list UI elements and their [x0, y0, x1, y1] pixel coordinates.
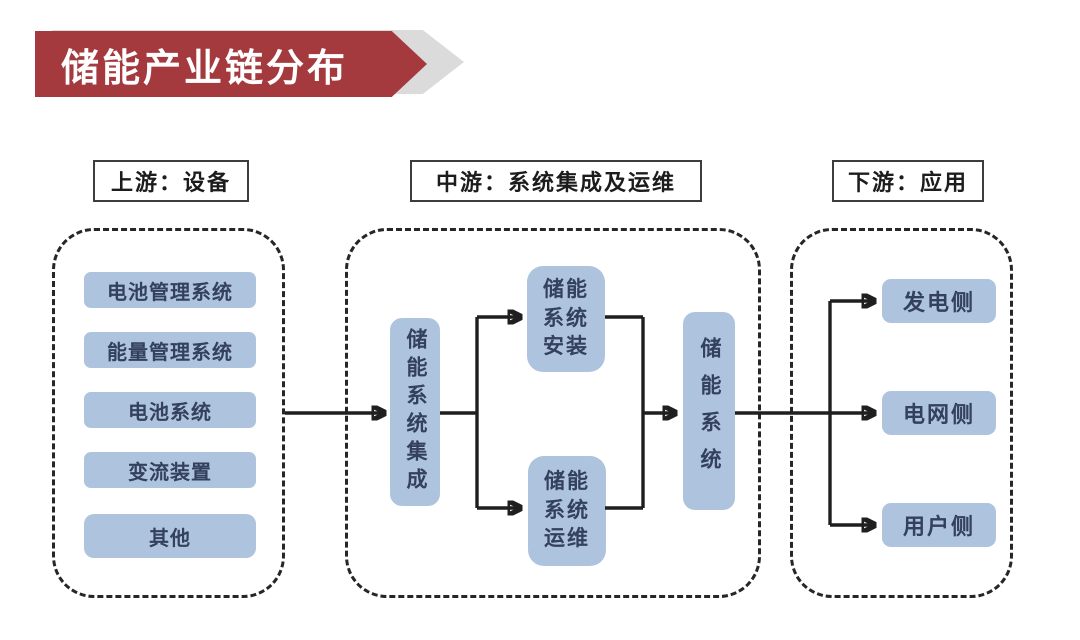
upstream-section: [52, 228, 285, 598]
node-storage-system: 储能系统: [683, 312, 735, 510]
node-battery-system: 电池系统: [84, 392, 256, 428]
node-system-install: 储能 系统 安装: [527, 266, 605, 372]
node-grid-side: 电网侧: [882, 391, 996, 435]
node-other: 其他: [84, 514, 256, 558]
node-system-integration: 储能系统集成: [390, 318, 440, 506]
midstream-header: 中游：系统集成及运维: [410, 160, 702, 202]
node-converter-device: 变流装置: [84, 452, 256, 488]
node-battery-management-system: 电池管理系统: [84, 272, 256, 308]
downstream-header: 下游：应用: [832, 160, 984, 202]
title-banner: 储能产业链分布: [35, 31, 427, 97]
node-user-side: 用户侧: [882, 503, 996, 547]
node-system-om: 储能 系统 运维: [528, 456, 606, 566]
node-energy-management-system: 能量管理系统: [84, 332, 256, 368]
page-title: 储能产业链分布: [61, 47, 349, 90]
node-generation-side: 发电侧: [882, 279, 996, 323]
upstream-header: 上游：设备: [93, 160, 249, 202]
